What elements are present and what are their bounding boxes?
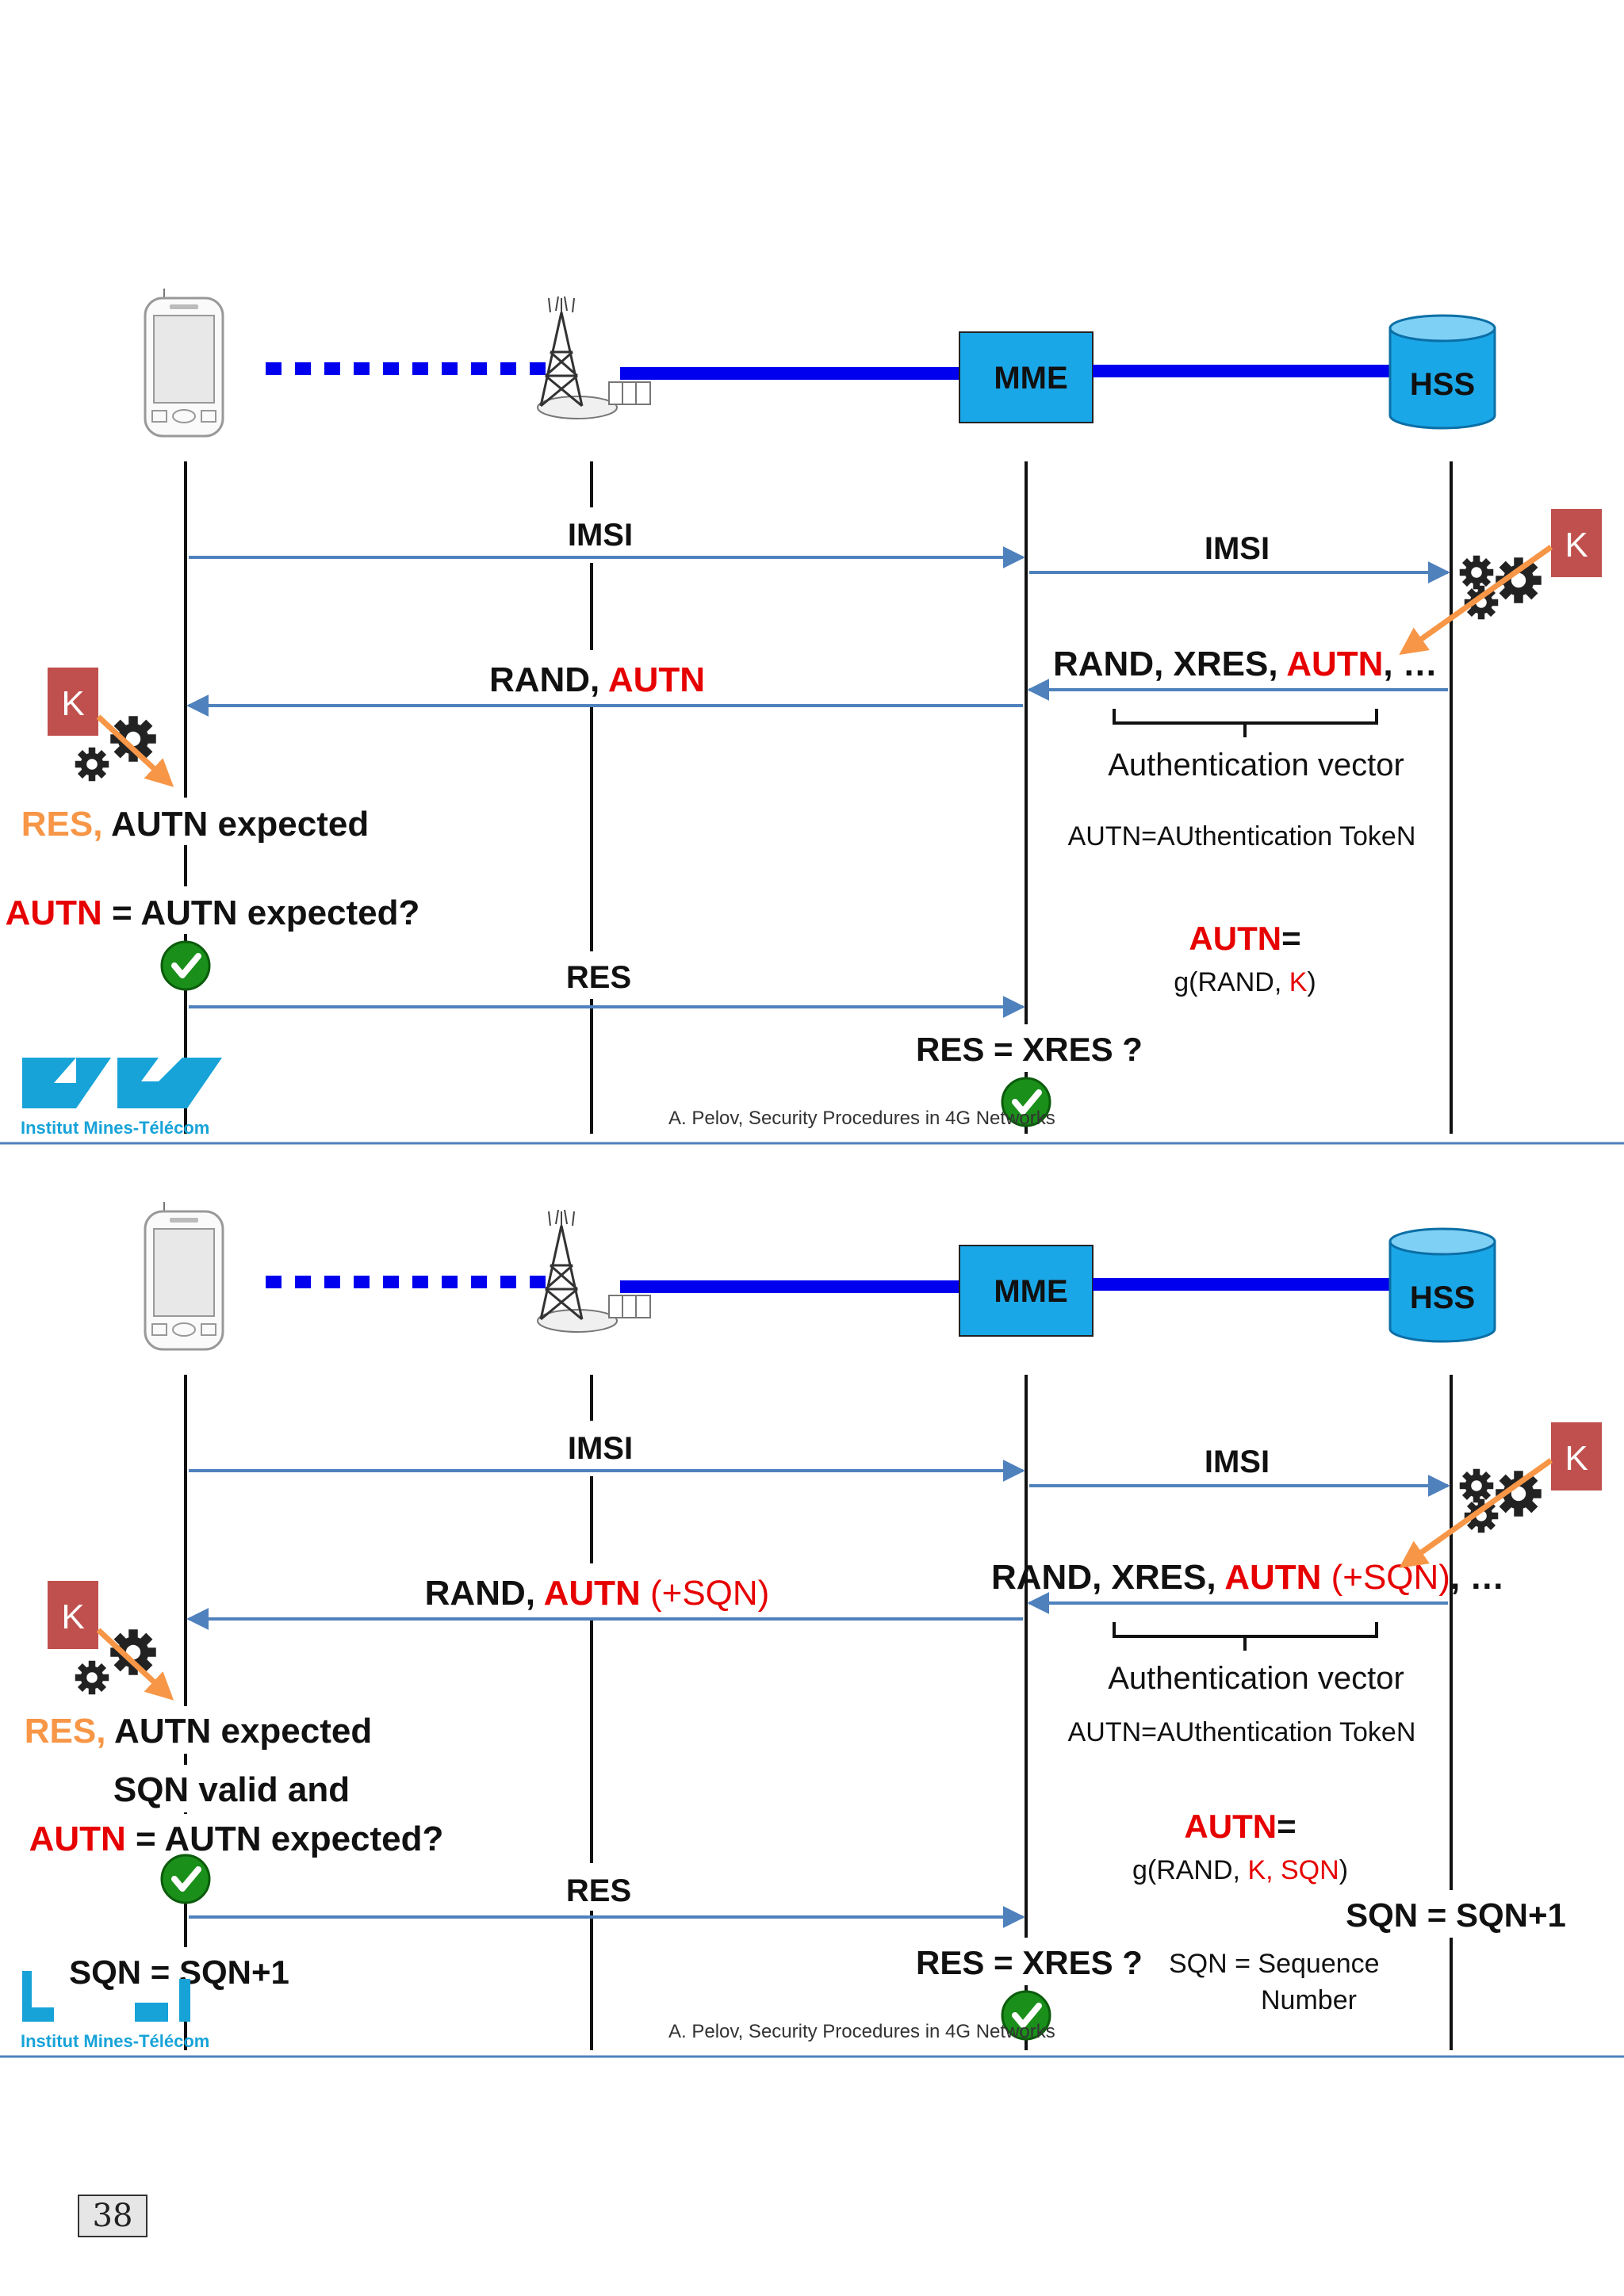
antenna-tower-icon [536, 1208, 652, 1334]
vector-brace [1113, 709, 1378, 737]
mme-label: MME [994, 361, 1067, 396]
key-box-icon [1551, 509, 1602, 577]
gears-icon [1459, 1468, 1494, 1503]
key-arrow-ue [96, 1628, 174, 1701]
msg-imsi-2: IMSI [1205, 1445, 1270, 1479]
msg-imsi-1: IMSI [568, 1431, 633, 1466]
key-label-ue: K [61, 684, 84, 723]
sqn-definition-2: Number [1261, 1985, 1357, 2015]
slide-footer: A. Pelov, Security Procedures in 4G Netw… [668, 1108, 1055, 1129]
hss-label: HSS [1410, 367, 1475, 402]
rand-autn-msg: RAND, AUTN (+SQN) [425, 1574, 770, 1613]
autn-definition: AUTN=AUthentication TokeN [1068, 1717, 1416, 1747]
slide-footer: A. Pelov, Security Procedures in 4G Netw… [668, 2021, 1055, 2042]
sqn-valid: SQN valid and [113, 1770, 350, 1809]
phone-icon [144, 287, 224, 438]
sqn-definition-1: SQN = Sequence [1169, 1949, 1380, 1979]
msg-imsi-1: IMSI [568, 518, 633, 553]
auth-vector-msg: RAND, XRES, AUTN, … [1053, 645, 1438, 683]
msg-res: RES [566, 960, 631, 995]
key-box-icon [48, 1581, 98, 1649]
key-box-icon [1551, 1422, 1602, 1490]
institut-logo: Institut Mines-Télécom [21, 1058, 222, 1138]
res-autn-expected: RES, AUTN expected [21, 805, 369, 844]
key-arrow-ue [96, 714, 174, 787]
autn-check: AUTN = AUTN expected? [29, 1820, 444, 1858]
key-label-ue: K [61, 1598, 84, 1636]
res-eq-xres: RES = XRES ? [916, 1031, 1143, 1068]
key-label: K [1565, 1439, 1588, 1478]
mme-label: MME [994, 1274, 1067, 1309]
gears-icon [110, 1629, 156, 1675]
key-arrow [1399, 545, 1553, 656]
svg-text:Institut Mines-Télécom: Institut Mines-Télécom [21, 1118, 209, 1138]
check-icon [162, 942, 209, 989]
gears-icon [75, 1660, 109, 1695]
msg-imsi-2: IMSI [1205, 531, 1270, 566]
svg-text:Institut Mines-Télécom: Institut Mines-Télécom [21, 2031, 209, 2051]
vector-caption: Authentication vector [1108, 748, 1404, 783]
autn-check: AUTN = AUTN expected? [6, 894, 420, 932]
autn-formula-body: g(RAND, K, SQN) [1132, 1855, 1348, 1885]
slide-1: MME HSS IMSI IMSI K RAND, XRES, AUTN, … … [5, 287, 1602, 1138]
gears-icon [110, 716, 156, 762]
phone-icon [144, 1200, 224, 1351]
check-icon [162, 1855, 209, 1903]
page-number: 38 [78, 2195, 147, 2237]
autn-definition: AUTN=AUthentication TokeN [1068, 821, 1416, 851]
res-eq-xres: RES = XRES ? [916, 1944, 1143, 1981]
key-box-icon [48, 668, 98, 736]
res-autn-expected: RES, AUTN expected [25, 1712, 372, 1751]
autn-formula-head: AUTN= [1189, 920, 1300, 957]
antenna-tower-icon [536, 295, 652, 420]
institut-logo: Institut Mines-Télécom [21, 1971, 209, 2051]
vector-caption: Authentication vector [1108, 1661, 1404, 1696]
gears-icon [75, 747, 109, 782]
autn-formula-body: g(RAND, K) [1174, 967, 1316, 997]
key-arrow [1399, 1458, 1553, 1569]
gears-icon [1459, 555, 1494, 590]
vector-brace [1113, 1622, 1378, 1651]
sqn-hss-update: SQN = SQN+1 [1346, 1896, 1566, 1934]
msg-res: RES [566, 1873, 631, 1908]
auth-vector-msg: RAND, XRES, AUTN (+SQN), … [991, 1558, 1504, 1597]
autn-formula-head: AUTN= [1184, 1808, 1296, 1845]
hss-label: HSS [1410, 1280, 1475, 1315]
key-label: K [1565, 526, 1588, 564]
slide-2: MME HSS IMSI IMSI K RAND, XRES, AUTN (+S… [21, 1200, 1602, 2051]
rand-autn-msg: RAND, AUTN [489, 660, 705, 699]
